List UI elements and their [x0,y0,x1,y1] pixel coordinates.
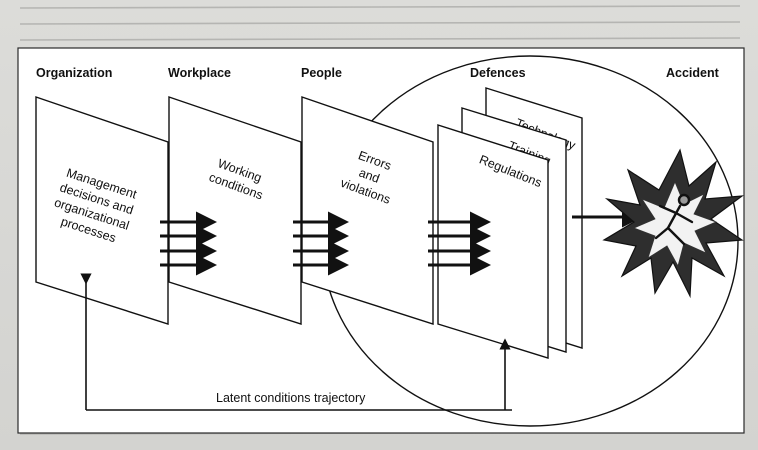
header-people: People [301,66,342,80]
latent-conditions-trajectory: Latent conditions trajectory [80,273,512,411]
arrows-workplace-to-people [293,211,349,276]
regulations-plane: Regulations [437,124,549,359]
header-accident: Accident [666,66,720,80]
accident-burst-icon [602,148,745,299]
falling-figure-icon [654,193,694,246]
header-defences: Defences [470,66,526,80]
arrows-organization-to-workplace [160,211,217,276]
header-workplace: Workplace [168,66,231,80]
arrows-people-to-defences [428,211,491,276]
header-organization: Organization [36,66,112,80]
errors-label-line-2: and [357,166,381,186]
organization-plane: Management decisions and organizational … [35,96,169,325]
trajectory-label: Latent conditions trajectory [216,391,366,405]
